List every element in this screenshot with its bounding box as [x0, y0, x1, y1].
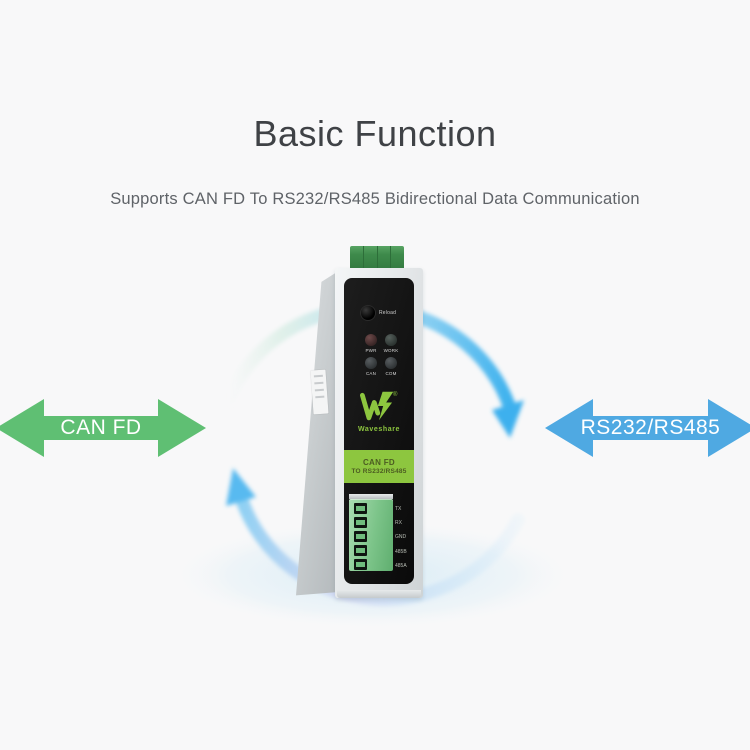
- can-led: [365, 357, 377, 369]
- work-led: [385, 334, 397, 346]
- pin-label-485b: 485B: [395, 548, 407, 555]
- page-title: Basic Function: [253, 113, 497, 154]
- cycle-arrowhead-up-icon: [226, 468, 256, 506]
- pwr-led-label: PWR: [365, 348, 377, 353]
- model-line1: CAN FD: [362, 458, 396, 467]
- pwr-led: [365, 334, 377, 346]
- pin-socket: [354, 503, 367, 514]
- pin-label-rx: RX: [395, 520, 402, 527]
- device-black-panel: Reload PWR WORK CAN COM ® Waveshare CAN …: [344, 278, 414, 584]
- can-fd-arrow: CAN FD: [0, 399, 206, 457]
- arrow-left-head-icon: [545, 399, 593, 457]
- com-led: [385, 357, 397, 369]
- arrow-right-head-icon: [708, 399, 750, 457]
- top-terminal-block: [350, 246, 404, 270]
- pin-socket: [354, 545, 367, 556]
- pin-socket: [354, 531, 367, 542]
- model-line2: TO RS232/RS485: [351, 468, 407, 475]
- device-side-panel: [296, 272, 337, 596]
- side-label-sticker: [310, 369, 329, 415]
- pin-label-tx: TX: [395, 506, 402, 512]
- rs232-rs485-label: RS232/RS485: [580, 416, 721, 439]
- pin-socket: [354, 559, 367, 570]
- arrow-shaft: [44, 416, 158, 440]
- connector-metal-strip: [349, 494, 393, 499]
- pin-labels: TX RX GND 485B 485A: [395, 502, 407, 573]
- rs232-rs485-arrow: RS232/RS485: [545, 399, 750, 457]
- registered-mark: ®: [393, 392, 398, 398]
- brand-text: Waveshare: [357, 426, 401, 433]
- reload-label: Reload: [379, 310, 397, 316]
- com-led-label: COM: [385, 371, 397, 376]
- arrow-left-head-icon: [0, 399, 44, 457]
- arrow-right-head-icon: [158, 399, 206, 457]
- reload-button: [361, 306, 375, 320]
- arrow-shaft: [593, 416, 708, 440]
- cycle-arrowhead-down-icon: [492, 400, 524, 438]
- can-led-label: CAN: [365, 371, 377, 376]
- pin-label-gnd: GND: [395, 534, 407, 541]
- page-subtitle: Supports CAN FD To RS232/RS485 Bidirecti…: [110, 190, 640, 208]
- waveshare-logo-icon: ®: [344, 390, 414, 427]
- pin-socket: [354, 517, 367, 528]
- model-label-band: CAN FD TO RS232/RS485: [344, 450, 414, 483]
- device-bottom-lip: [337, 590, 421, 598]
- bottom-terminal-connector: [349, 499, 393, 571]
- pin-label-485a: 485A: [395, 562, 407, 569]
- work-led-label: WORK: [383, 348, 399, 353]
- can-fd-label: CAN FD: [60, 416, 142, 439]
- cycle-arc-bottom: [235, 493, 525, 606]
- converter-device: Reload PWR WORK CAN COM ® Waveshare CAN …: [290, 244, 430, 604]
